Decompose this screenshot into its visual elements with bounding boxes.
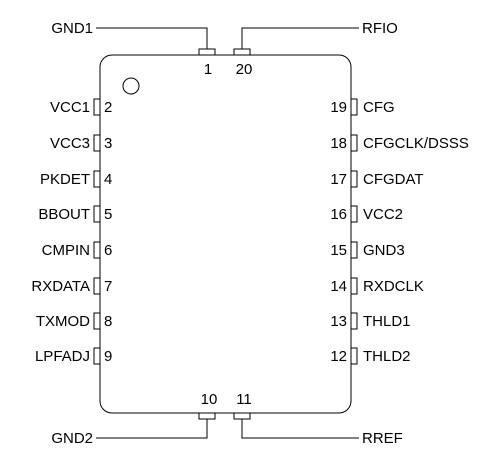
pin-13-name: THLD1 xyxy=(363,313,411,330)
pin-12-name: THLD2 xyxy=(363,348,411,365)
pin-5-number: 5 xyxy=(104,206,112,223)
pins-layer: 2 VCC1 3 VCC3 4 PKDET 5 BBOUT 6 CMPIN 7 RXDATA 8 TXMO… xyxy=(31,20,468,447)
pin-4-lead xyxy=(93,170,101,188)
pin-17-name: CFGDAT xyxy=(363,171,424,188)
pin-10-name: GND2 xyxy=(51,430,93,447)
pin-4-number: 4 xyxy=(104,171,112,188)
pin-8-name: TXMOD xyxy=(36,313,90,330)
pin-11-leader-line xyxy=(241,419,359,439)
pin-2-lead xyxy=(93,98,101,116)
pin-15-number: 15 xyxy=(330,242,347,259)
pin-16-number: 16 xyxy=(330,206,347,223)
pin-20-name: RFIO xyxy=(362,20,398,37)
pin1-orientation-dot xyxy=(122,77,140,95)
pin-5-lead xyxy=(93,205,101,223)
pin-18-number: 18 xyxy=(330,135,347,152)
pin-1-leader-line xyxy=(96,27,208,49)
pin-15-name: GND3 xyxy=(363,242,405,259)
pin-2-name: VCC1 xyxy=(50,99,90,116)
pin-6-lead xyxy=(93,241,101,259)
pin-19-number: 19 xyxy=(330,99,347,116)
pin-16-lead xyxy=(350,205,358,223)
pin-9-number: 9 xyxy=(104,348,112,365)
pin-1-name: GND1 xyxy=(51,20,93,37)
pin-7-name: RXDATA xyxy=(31,278,90,295)
pin-14-number: 14 xyxy=(330,278,347,295)
pin-8-number: 8 xyxy=(104,313,112,330)
pin-7-number: 7 xyxy=(104,278,112,295)
pin-10-lead xyxy=(198,412,216,420)
pin-2-number: 2 xyxy=(104,99,112,116)
ic-package-body xyxy=(99,54,352,414)
pin-18-lead xyxy=(350,134,358,152)
pin-6-name: CMPIN xyxy=(42,242,90,259)
pin-13-lead xyxy=(350,312,358,330)
pin-7-lead xyxy=(93,277,101,295)
pin-10-leader-line xyxy=(96,419,208,439)
pin-17-number: 17 xyxy=(330,171,347,188)
pin-13-number: 13 xyxy=(330,313,347,330)
pin-1-number: 1 xyxy=(204,61,212,78)
pin-15-lead xyxy=(350,241,358,259)
pin-20-lead xyxy=(233,48,251,56)
pin-11-number: 11 xyxy=(236,391,252,408)
pin-17-lead xyxy=(350,170,358,188)
pin-8-lead xyxy=(93,312,101,330)
pin-6-number: 6 xyxy=(104,242,112,259)
pin-19-name: CFG xyxy=(363,99,395,116)
pin-4-name: PKDET xyxy=(40,171,90,188)
pin-3-lead xyxy=(93,134,101,152)
pin-16-name: VCC2 xyxy=(363,206,403,223)
pin-12-lead xyxy=(350,347,358,365)
pin-3-number: 3 xyxy=(104,135,112,152)
pin-9-lead xyxy=(93,347,101,365)
pin-20-number: 20 xyxy=(236,61,253,78)
pin-10-number: 10 xyxy=(201,391,218,408)
pin-20-leader-line xyxy=(241,27,359,49)
pin-12-number: 12 xyxy=(330,348,347,365)
pin-11-name: RREF xyxy=(362,430,403,447)
pin-5-name: BBOUT xyxy=(38,206,90,223)
pin-18-name: CFGCLK/DSSS xyxy=(363,135,469,152)
pin-3-name: VCC3 xyxy=(50,135,90,152)
pin-11-lead xyxy=(233,412,251,420)
pin-9-name: LPFADJ xyxy=(35,348,90,365)
pin-14-name: RXDCLK xyxy=(363,278,424,295)
pin-19-lead xyxy=(350,98,358,116)
pin-14-lead xyxy=(350,277,358,295)
pin-1-lead xyxy=(198,48,216,56)
